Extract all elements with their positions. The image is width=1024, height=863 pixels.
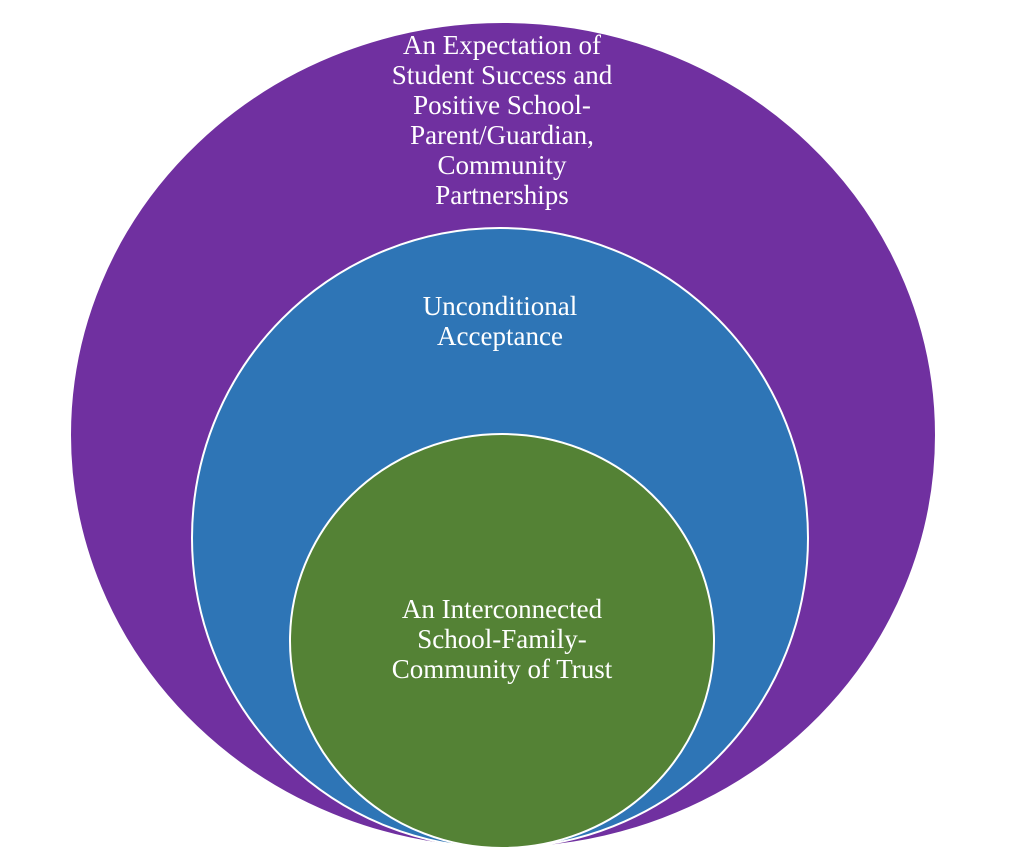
- outer-circle-label: An Expectation of Student Success and Po…: [391, 30, 613, 210]
- inner-circle-trust: [289, 433, 715, 849]
- inner-circle-label: An Interconnected School-Family- Communi…: [391, 594, 613, 684]
- middle-circle-label: Unconditional Acceptance: [422, 291, 578, 351]
